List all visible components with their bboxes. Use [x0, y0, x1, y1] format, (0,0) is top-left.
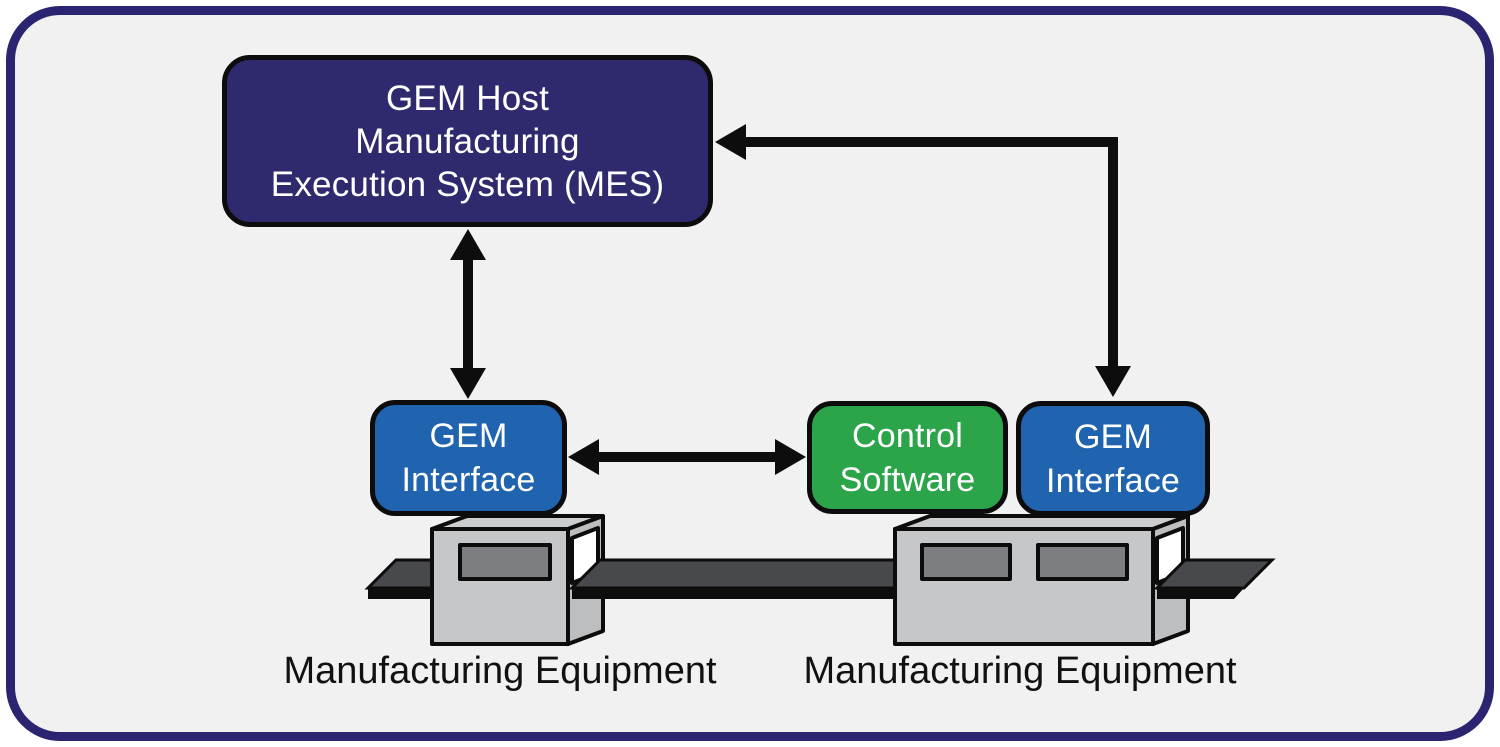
- conveyor-belt-right-segment: [1153, 558, 1276, 599]
- node-gem-host-mes-line-1: GEM Host: [385, 78, 549, 118]
- arrow-mes-gem-interface-left: [450, 229, 486, 399]
- conveyor-belt-middle-segment: [568, 558, 902, 599]
- node-gem-interface-right-line-2: Interface: [1045, 461, 1181, 500]
- node-control-software-line-2: Software: [839, 460, 976, 499]
- machine-right-window-2: [1036, 543, 1129, 581]
- machine-left: [430, 514, 605, 646]
- machine-right-window-1: [920, 543, 1012, 581]
- node-control-software: Control Software: [807, 401, 1008, 514]
- node-gem-host-mes: GEM Host Manufacturing Execution System …: [222, 55, 713, 227]
- arrow-gem-interface-right-mes: [715, 124, 1131, 397]
- node-gem-interface-right: GEM Interface: [1016, 401, 1210, 516]
- machine-right: [893, 514, 1190, 646]
- node-gem-interface-left: GEM Interface: [370, 400, 567, 516]
- conveyor-belt-left-segment: [364, 558, 442, 599]
- label-manufacturing-equipment-right: Manufacturing Equipment: [803, 650, 1237, 692]
- label-manufacturing-equipment-left: Manufacturing Equipment: [283, 650, 717, 692]
- node-gem-interface-left-line-1: GEM: [429, 417, 508, 455]
- machine-left-window: [458, 543, 552, 581]
- node-gem-interface-right-line-1: GEM: [1073, 417, 1153, 456]
- node-gem-interface-left-line-2: Interface: [401, 461, 536, 499]
- arrow-gem-interface-control-software: [568, 439, 806, 475]
- node-control-software-line-1: Control: [851, 416, 963, 455]
- node-gem-host-mes-line-3: Execution System (MES): [270, 164, 665, 204]
- node-gem-host-mes-line-2: Manufacturing: [355, 121, 580, 161]
